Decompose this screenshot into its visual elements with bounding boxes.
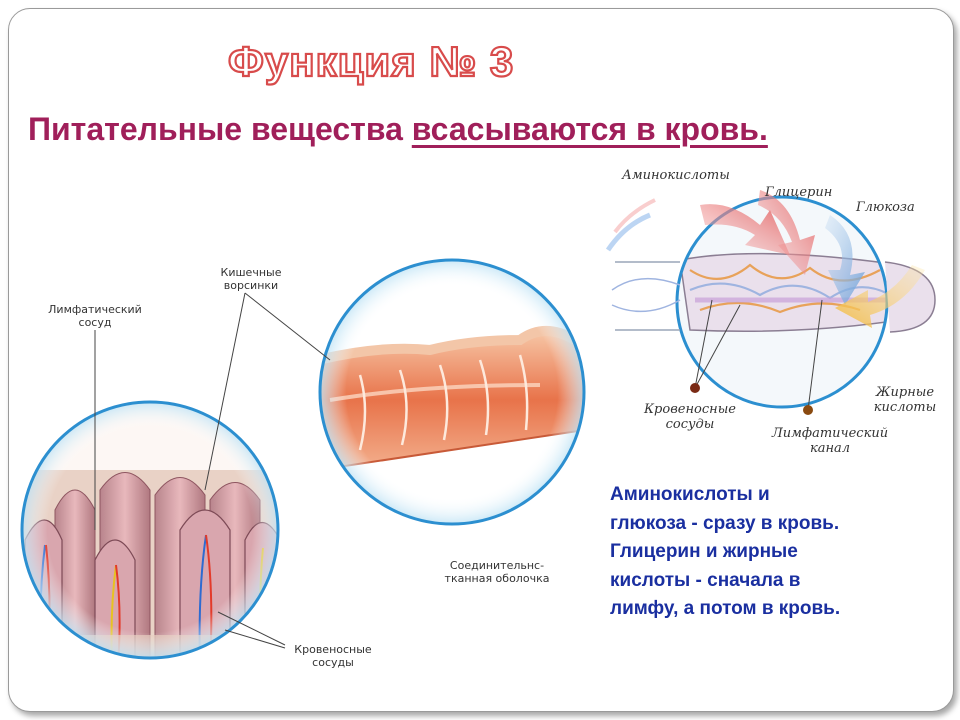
label-blood-vessels: Кровеносные сосуды [278,643,388,669]
label-line: сосуды [620,417,760,432]
label-fatty-acids: Жирные кислоты [860,385,950,415]
label-line: Соединительнс- [422,559,572,572]
note-line: глюкоза - сразу в кровь. [610,510,940,539]
note-line: Глицерин и жирные [610,538,940,567]
label-blood-vessels-right: Кровеносные сосуды [620,402,760,432]
label-line: Жирные [860,385,950,400]
absorption-note: Аминокислоты и глюкоза - сразу в кровь. … [610,481,940,624]
label-line: Лимфатический [750,426,910,441]
label-line: Кровеносные [278,643,388,656]
label-intestinal-villi: Кишечные ворсинки [196,266,306,292]
blood-vessels-marker [690,383,700,393]
label-line: Кишечные [196,266,306,279]
label-lymph-canal: Лимфатический канал [750,426,910,456]
label-line: ворсинки [196,279,306,292]
note-line: кислоты - сначала в [610,567,940,596]
label-line: кислоты [860,400,950,415]
label-lymph-vessel: Лимфатический сосуд [30,303,160,329]
label-line: Лимфатический [30,303,160,316]
intestine-tube-illustration [318,260,585,524]
note-line: лимфу, а потом в кровь. [610,595,940,624]
label-line: Кровеносные [620,402,760,417]
lymph-canal-marker [803,405,813,415]
note-line: Аминокислоты и [610,481,940,510]
label-glucose: Глюкоза [856,200,951,215]
label-glycerin: Глицерин [765,185,865,200]
label-aminoacids: Аминокислоты [622,168,782,183]
label-connective-tissue: Соединительнс- тканная оболочка [422,559,572,585]
label-line: тканная оболочка [422,572,572,585]
label-line: канал [750,441,910,456]
villi-section-illustration [20,402,280,675]
label-line: сосуд [30,316,160,329]
label-line: сосуды [278,656,388,669]
